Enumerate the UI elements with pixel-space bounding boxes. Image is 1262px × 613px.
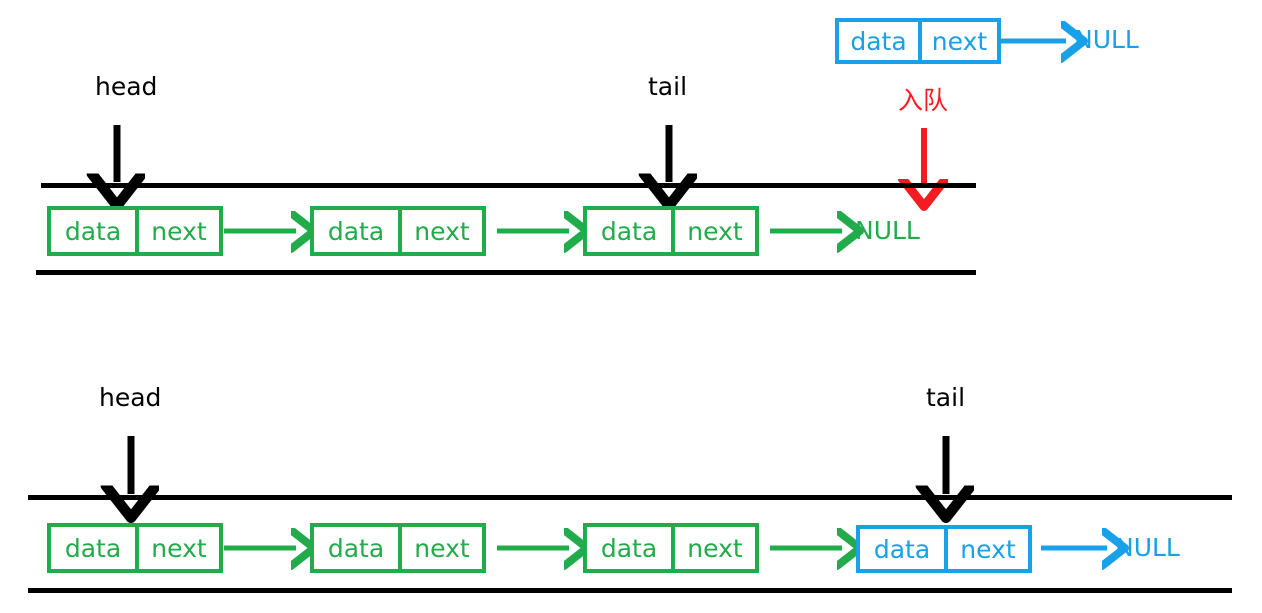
incoming-node[interactable]: data next bbox=[835, 18, 1001, 64]
node-next-cell: next bbox=[135, 210, 219, 252]
node-next-cell: next bbox=[944, 529, 1028, 569]
node-next-cell: next bbox=[671, 210, 755, 252]
node-next-cell: next bbox=[398, 527, 482, 569]
node-data-cell: data bbox=[64, 533, 122, 563]
node-data-cell: data bbox=[64, 216, 122, 246]
queue-node-2-after[interactable]: data next bbox=[310, 523, 486, 573]
tail-label-before: tail bbox=[648, 72, 688, 101]
queue-top-rule-before bbox=[41, 183, 976, 188]
queue-node-4-after[interactable]: data next bbox=[856, 525, 1032, 573]
queue-top-rule-after bbox=[28, 495, 1232, 500]
queue-node-3-after[interactable]: data next bbox=[583, 523, 759, 573]
node-data-cell: data bbox=[327, 216, 385, 246]
queue-node-2-before[interactable]: data next bbox=[310, 206, 486, 256]
head-label-after: head bbox=[99, 383, 162, 412]
enqueue-label: 入队 bbox=[898, 86, 949, 115]
node-data-cell: data bbox=[327, 533, 385, 563]
queue-node-1-after[interactable]: data next bbox=[47, 523, 223, 573]
incoming-node-data-cell: data bbox=[850, 26, 907, 56]
queue-null-label-after: NULL bbox=[1115, 533, 1180, 562]
head-label-before: head bbox=[95, 72, 158, 101]
queue-bottom-rule-after bbox=[28, 588, 1232, 593]
incoming-node-null-label: NULL bbox=[1074, 25, 1139, 54]
node-next-cell: next bbox=[671, 527, 755, 569]
node-data-cell: data bbox=[873, 534, 931, 564]
incoming-node-next-cell: next bbox=[918, 22, 997, 60]
queue-null-label-before: NULL bbox=[855, 216, 920, 245]
tail-label-after: tail bbox=[926, 383, 966, 412]
node-data-cell: data bbox=[600, 533, 658, 563]
queue-node-1-before[interactable]: data next bbox=[47, 206, 223, 256]
node-data-cell: data bbox=[600, 216, 658, 246]
queue-bottom-rule-before bbox=[36, 270, 976, 275]
node-next-cell: next bbox=[135, 527, 219, 569]
queue-node-3-before[interactable]: data next bbox=[583, 206, 759, 256]
node-next-cell: next bbox=[398, 210, 482, 252]
